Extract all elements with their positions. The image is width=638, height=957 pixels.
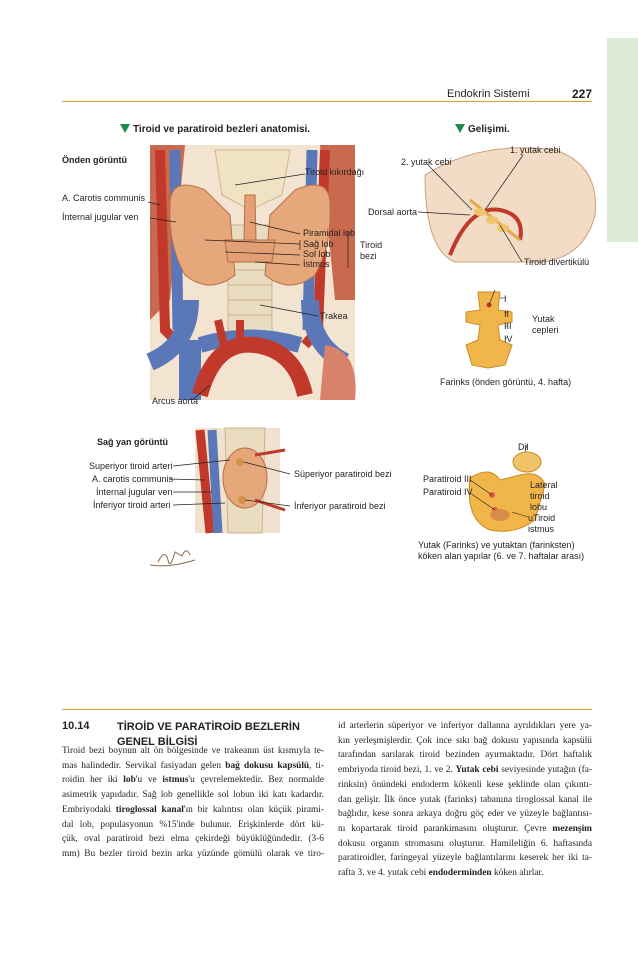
caption-triangle-icon xyxy=(120,124,130,133)
label-lateral-1: Lateral xyxy=(530,480,558,490)
body-line: roidin her iki lob'u ve istmus'u çevrele… xyxy=(62,775,324,786)
label-lateral-4: uTiroid xyxy=(528,513,556,523)
embryo-illustration xyxy=(417,147,596,263)
body-line: dal lob, populasyonun %15'inde bulunur. … xyxy=(62,819,324,830)
label-thyroid-cartilage: Tiroid kıkırdağı xyxy=(305,167,365,177)
label-lateral-5: istmus xyxy=(528,524,555,534)
label-pouches-1: Yutak xyxy=(532,314,555,324)
body-line: çük, oval paratiroid bezi elma çekirdeği… xyxy=(62,834,324,845)
label-side-carotis: A. carotis communis xyxy=(92,474,174,484)
body-column-right: id arterlerin süperiyor ve inferiyor dal… xyxy=(338,719,592,881)
label-lateral-2: tiroid xyxy=(530,491,550,501)
label-right-lobe: Sağ lob xyxy=(303,239,334,249)
label-sup-parathyroid: Süperiyor paratiroid bezi xyxy=(294,469,392,479)
section-title-line-1: TİROİD VE PARATİROİD BEZLERİN xyxy=(117,721,300,733)
body-line: kın yerleşmişlerdir. Çok ince sıkı bağ d… xyxy=(338,735,592,746)
front-view-heading: Önden görüntü xyxy=(62,155,127,165)
section-rule xyxy=(62,709,592,710)
label-pouches-2: cepleri xyxy=(532,325,559,335)
label-inf-parathyroid: İnferiyor paratiroid bezi xyxy=(294,501,386,511)
body-line: paratiroidler, faringeyal yüzeyle bağlan… xyxy=(338,853,592,864)
figure-caption-development: Gelişimi. xyxy=(455,124,510,135)
label-pharynx-caption: Farinks (önden görüntü, 4. hafta) xyxy=(440,377,572,387)
label-bottom-caption-1: Yutak (Farinks) ve yutaktan (farinksten) xyxy=(418,540,575,550)
section-title: TİROİD VE PARATİROİD BEZLERİN GENEL BİLG… xyxy=(117,720,300,750)
page-number: 227 xyxy=(572,87,593,101)
label-roman-1: I xyxy=(504,294,507,304)
body-line: id arterlerin süperiyor ve inferiyor dal… xyxy=(338,721,592,731)
section-title-line-2: GENEL BİLGİSİ xyxy=(117,736,198,748)
front-view-illustration xyxy=(146,145,356,401)
label-roman-3: III xyxy=(504,321,512,331)
label-isthmus: İstmus xyxy=(303,259,330,269)
label-gland-2: bezi xyxy=(360,251,377,261)
label-sup-thyroid-artery: Superiyor tiroid arteri xyxy=(89,461,173,471)
caption-text: Tiroid ve paratiroid bezleri anatomisi. xyxy=(133,124,311,135)
label-pouch-1: 1. yutak cebi xyxy=(510,145,561,155)
label-gland-1: Tiroid xyxy=(360,240,383,250)
side-view-heading: Sağ yan görüntü xyxy=(97,437,169,447)
body-line: embriyoda tiroid bezi, 1. ve 2. Yutak ce… xyxy=(338,765,592,776)
label-roman-2: II xyxy=(504,309,510,319)
label-parathyroid-3: Paratiroid III xyxy=(423,474,472,484)
label-jugular: İnternal jugular ven xyxy=(62,212,139,222)
label-inf-thyroid-artery: İnferiyor tiroid arteri xyxy=(93,500,171,510)
side-view-illustration xyxy=(169,427,291,534)
artist-signature xyxy=(149,550,196,567)
label-trachea: Trakea xyxy=(320,311,348,321)
body-line: dokusu organın stromasını oluşturur. Ham… xyxy=(338,838,592,849)
label-bottom-caption-2: köken alan yapılar (6. ve 7. haftalar ar… xyxy=(418,551,585,561)
body-line: bağlıdır, kese sonra arkaya doğru göç ed… xyxy=(338,809,592,820)
pharynx-illustration xyxy=(465,289,513,369)
label-parathyroid-4: Paratiroid IV xyxy=(423,487,473,497)
pharynx-late-illustration xyxy=(468,444,546,532)
figure-caption-anatomy: Tiroid ve paratiroid bezleri anatomisi. xyxy=(120,124,310,135)
body-line: rafta 3. ve 4. yutak cebi endoderminden … xyxy=(338,868,544,879)
body-line: mm) Bu bezler tiroid bezin arka yüzünde … xyxy=(62,848,324,859)
chapter-tab xyxy=(607,38,638,242)
body-line: mas halindedir. Servikal fasiyadan gelen… xyxy=(62,760,324,771)
label-aortic-arch: Arcus aorta xyxy=(152,396,199,406)
label-dorsal-aorta: Dorsal aorta xyxy=(368,207,418,217)
running-header-title: Endokrin Sistemi xyxy=(447,88,530,100)
body-column-left: Tiroid bezi boynun alt ön bölgesinde ve … xyxy=(62,744,324,862)
body-line: Embriyodaki tiroglossal kanal'ın bir kal… xyxy=(62,804,325,815)
label-lateral-3: lobu xyxy=(530,502,548,512)
label-pouch-2: 2. yutak cebi xyxy=(401,157,452,167)
body-line: tarafından sarılarak tiroid bezinden ayı… xyxy=(338,750,592,761)
label-side-jugular: İnternal jugular ven xyxy=(96,487,173,497)
body-line: dan gelişir. İlk önce yutak (farinks) ta… xyxy=(338,794,592,805)
label-tongue: Dil xyxy=(518,442,529,452)
label-left-lobe: Sol lob xyxy=(303,249,331,259)
label-thyroid-diverticulum: Tiroid divertikülü xyxy=(524,257,590,267)
body-line: Tiroid bezi boynun alt ön bölgesinde ve … xyxy=(62,746,324,756)
label-roman-4: IV xyxy=(504,334,513,344)
label-pyramidal-lobe: Piramidal lob xyxy=(303,228,356,238)
caption-text: Gelişimi. xyxy=(468,124,510,135)
body-line: rinksin) önündeki endoderm kökenli kese … xyxy=(338,779,592,790)
body-line: nı kopartarak tiroid parankimasını oluşt… xyxy=(338,823,592,834)
section-number: 10.14 xyxy=(62,720,90,732)
header-rule xyxy=(62,101,592,102)
body-line: asimetrik yapıdadır. Sağ lob genellikle … xyxy=(62,790,324,801)
caption-triangle-icon xyxy=(455,124,465,133)
label-carotis: A. Carotis communis xyxy=(62,193,146,203)
